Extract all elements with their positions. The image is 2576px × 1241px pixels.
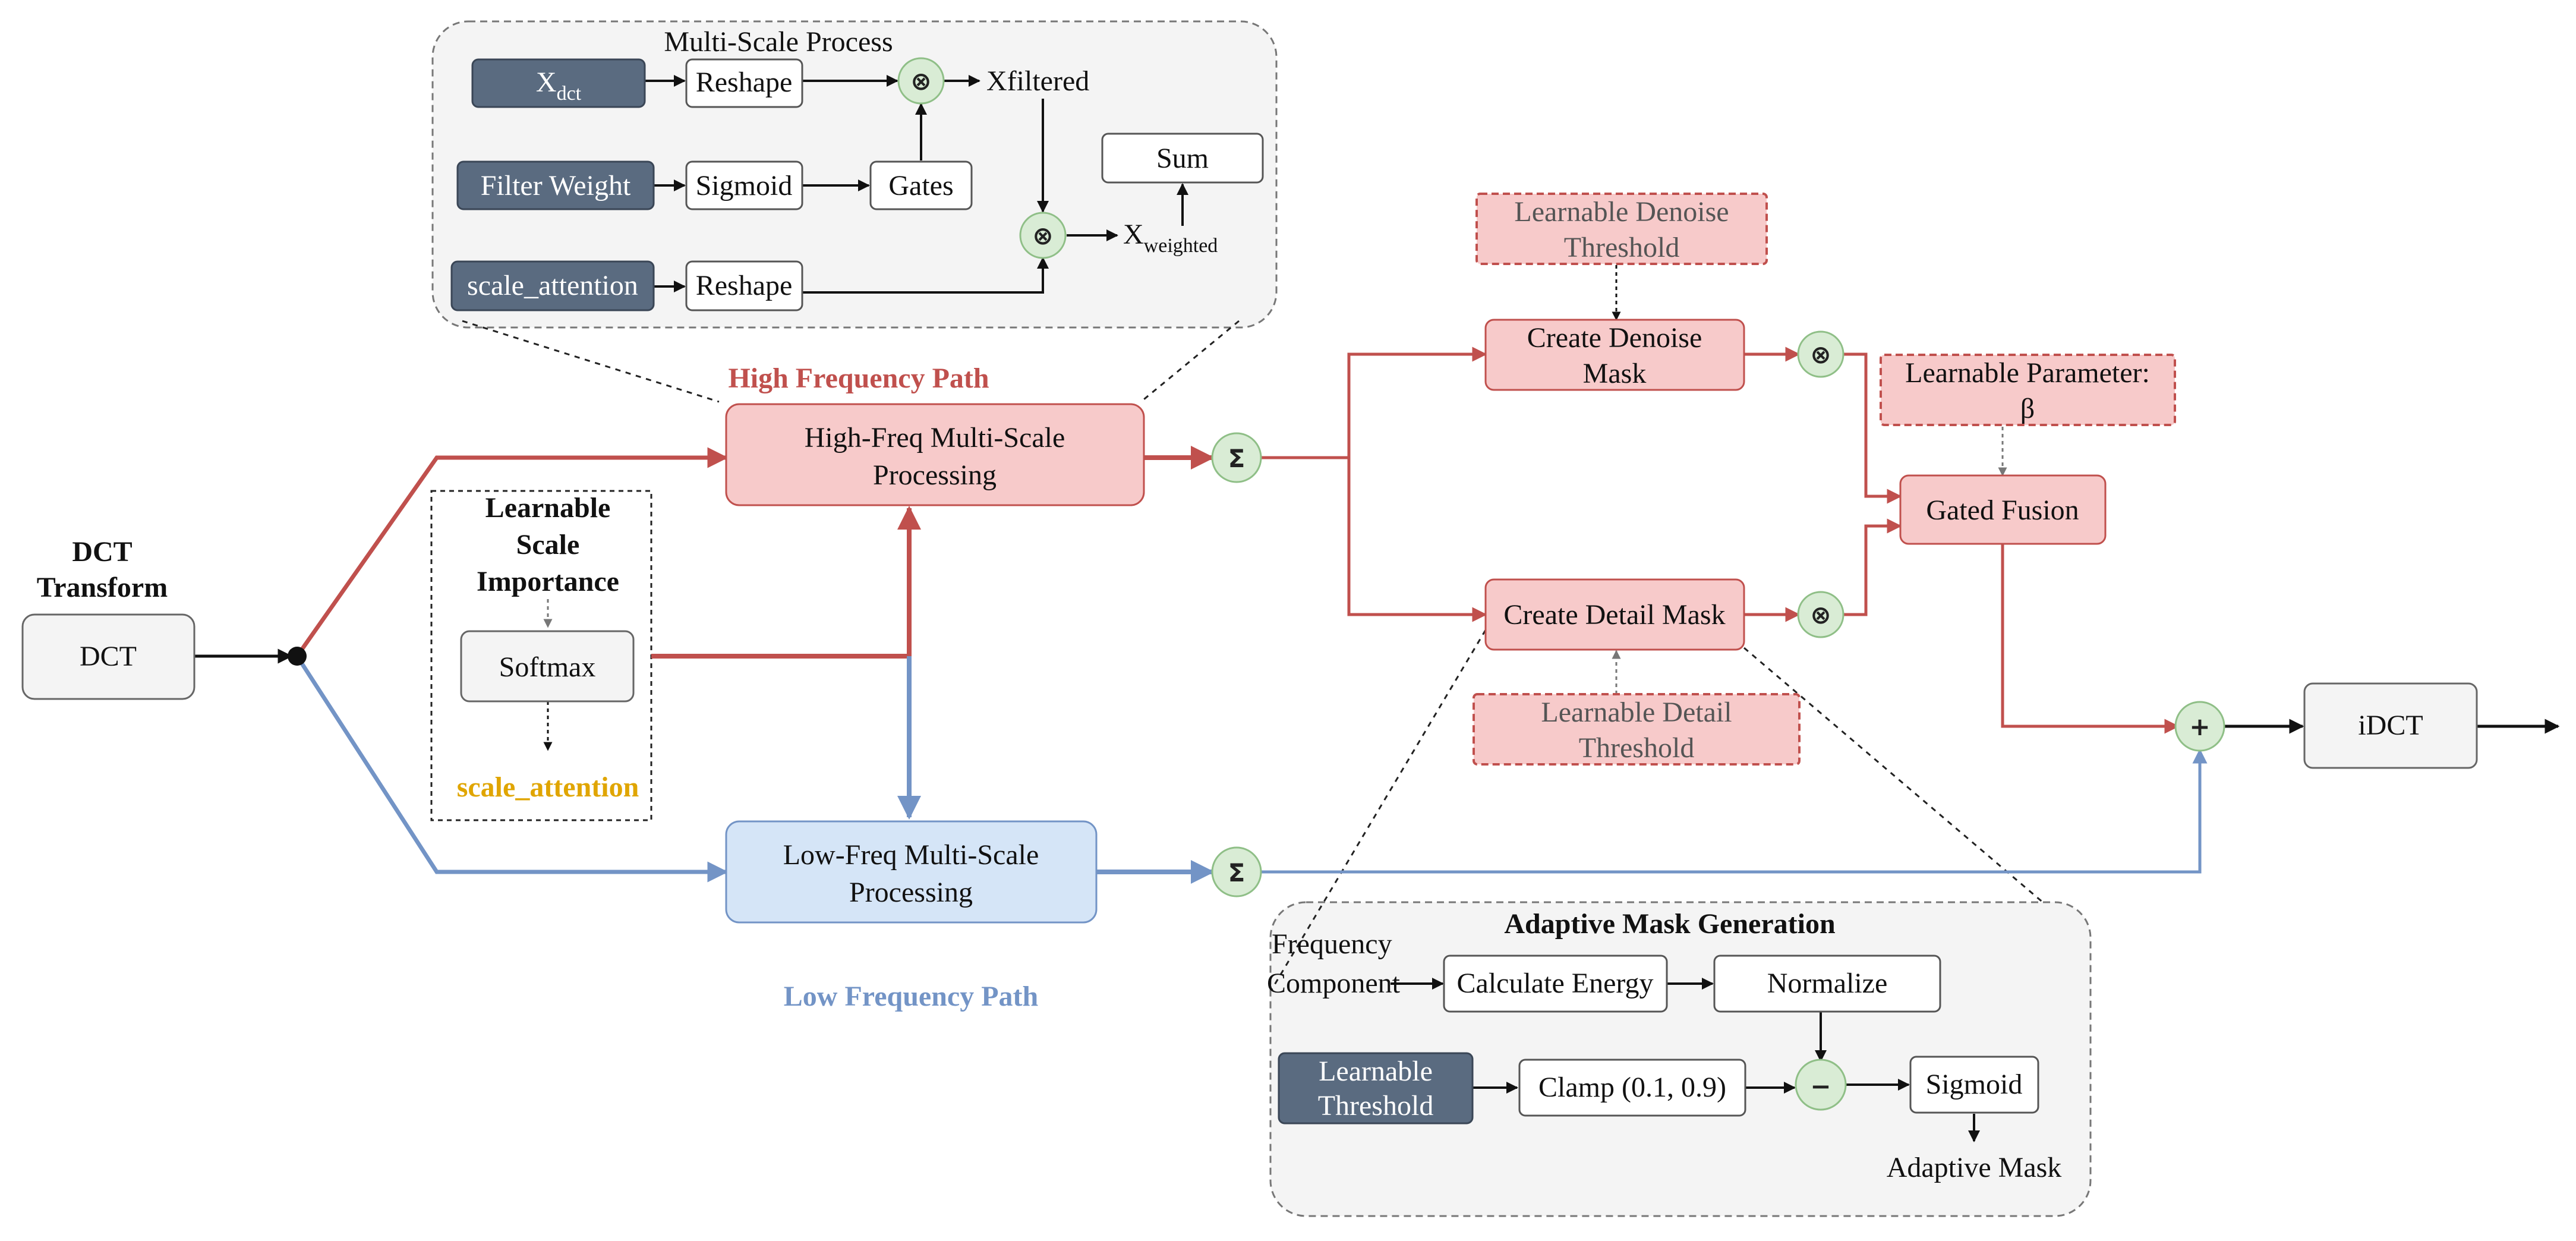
reshape-label-1: Reshape xyxy=(696,67,793,98)
adaptive-sigmoid-box xyxy=(1909,1056,2039,1114)
detail-threshold-line1: Learnable Detail xyxy=(1541,697,1732,728)
high-frequency-connections xyxy=(295,347,2180,734)
denoise-param-connection xyxy=(543,265,1621,751)
dct-box xyxy=(21,613,196,700)
adaptive-title: Adaptive Mask Generation xyxy=(1504,908,1835,940)
filter-weight-label: Filter Weight xyxy=(481,170,631,201)
reshape-box-2 xyxy=(685,260,803,311)
denoise-mask-box xyxy=(1484,319,1745,391)
scale-attention-input-label: scale_attention xyxy=(467,270,638,301)
x-filtered-label: Xfiltered xyxy=(986,65,1089,97)
denoise-threshold-box xyxy=(1475,193,1768,265)
svg-text:⊗: ⊗ xyxy=(1810,600,1831,629)
zoom-guides xyxy=(462,320,2045,990)
beta-parameter-box xyxy=(1880,354,2176,426)
multiply-op-denoise: ⊗ xyxy=(1797,330,1844,378)
sum-label: Sum xyxy=(1156,143,1209,174)
low-frequency-path-label: Low Frequency Path xyxy=(784,981,1038,1012)
high-freq-processing-box xyxy=(725,403,1145,506)
low-freq-processing-line2: Processing xyxy=(849,877,973,908)
freq-component-line1: Frequency xyxy=(1272,928,1392,960)
denoise-threshold-line1: Learnable Denoise xyxy=(1514,196,1729,228)
main-connections xyxy=(194,648,2560,734)
detail-mask-box xyxy=(1484,578,1745,651)
freq-component-line2: Component xyxy=(1267,968,1401,999)
multi-scale-title: Multi-Scale Process xyxy=(664,26,893,58)
detail-threshold-box xyxy=(1473,693,1801,766)
high-frequency-path-label: High Frequency Path xyxy=(728,363,989,394)
idct-box xyxy=(2303,682,2478,769)
svg-text:Σ: Σ xyxy=(1228,858,1246,887)
svg-text:+: + xyxy=(2189,712,2210,741)
scale-attention-output: scale_attention xyxy=(457,771,639,803)
svg-text:⊗: ⊗ xyxy=(1032,221,1053,250)
svg-text:Σ: Σ xyxy=(1228,444,1246,473)
adaptive-sigmoid-label: Sigmoid xyxy=(1926,1069,2023,1100)
multiply-op-filter: ⊗ xyxy=(897,57,945,105)
high-freq-processing-line1: High-Freq Multi-Scale xyxy=(805,422,1065,453)
scale-importance-line2: Scale xyxy=(516,529,580,560)
filter-weight-box xyxy=(456,160,655,210)
x-dct-box xyxy=(471,58,646,108)
x-dct-label: Xdct xyxy=(536,67,582,105)
learnable-threshold-line1: Learnable xyxy=(1319,1056,1433,1087)
adaptive-connections xyxy=(1391,978,1980,1142)
softmax-label: Softmax xyxy=(499,651,596,683)
gates-label: Gates xyxy=(888,170,953,201)
reshape-box-1 xyxy=(685,58,803,108)
low-freq-processing-line1: Low-Freq Multi-Scale xyxy=(783,839,1039,871)
sum-box xyxy=(1101,133,1264,184)
denoise-mask-line1: Create Denoise xyxy=(1527,322,1702,354)
learnable-threshold-line2: Threshold xyxy=(1318,1090,1434,1122)
sigmoid-box xyxy=(685,160,803,210)
svg-text:⊗: ⊗ xyxy=(1810,340,1831,369)
multiply-op-weight: ⊗ xyxy=(1019,212,1067,259)
beta-parameter-line2: β xyxy=(2020,393,2035,424)
clamp-label: Clamp (0.1, 0.9) xyxy=(1538,1072,1726,1103)
svg-text:⊗: ⊗ xyxy=(910,67,931,96)
gated-fusion-box xyxy=(1899,474,2107,545)
multi-scale-connections xyxy=(645,75,1188,294)
plus-op: + xyxy=(2174,701,2225,752)
split-junction xyxy=(288,647,307,666)
svg-text:−: − xyxy=(1810,1072,1831,1101)
normalize-label: Normalize xyxy=(1767,968,1888,999)
minus-op: − xyxy=(1795,1059,1847,1111)
calc-energy-box xyxy=(1443,955,1668,1013)
x-weighted-label: Xweighted xyxy=(1123,219,1218,257)
calc-energy-label: Calculate Energy xyxy=(1457,968,1654,999)
dct-heading-line1: DCT xyxy=(72,536,132,568)
sum-op-high: Σ xyxy=(1211,432,1262,483)
detail-threshold-line2: Threshold xyxy=(1579,732,1695,764)
adaptive-mask-output: Adaptive Mask xyxy=(1887,1152,2062,1183)
denoise-threshold-line2: Threshold xyxy=(1564,232,1680,263)
softmax-box xyxy=(460,630,635,703)
scale-attention-input-box xyxy=(450,260,655,311)
sigmoid-label: Sigmoid xyxy=(696,170,793,201)
denoise-mask-line2: Mask xyxy=(1583,358,1647,389)
idct-label: iDCT xyxy=(2358,710,2423,741)
normalize-box xyxy=(1713,955,1941,1013)
dct-heading-line2: Transform xyxy=(37,572,168,603)
sum-op-low: Σ xyxy=(1211,846,1262,897)
low-freq-processing-box xyxy=(725,820,1098,924)
low-frequency-connections xyxy=(295,655,2208,884)
multiply-op-detail: ⊗ xyxy=(1797,591,1844,638)
scale-importance-line3: Importance xyxy=(477,566,619,597)
high-freq-processing-line2: Processing xyxy=(873,459,997,491)
gated-fusion-label: Gated Fusion xyxy=(1926,494,2079,526)
beta-parameter-line1: Learnable Parameter: xyxy=(1905,357,2150,389)
gates-box xyxy=(869,160,973,210)
learnable-threshold-box xyxy=(1278,1052,1474,1125)
parameter-connections xyxy=(543,427,2007,694)
reshape-label-2: Reshape xyxy=(696,270,793,301)
scale-importance-line1: Learnable xyxy=(485,492,611,524)
clamp-box xyxy=(1518,1059,1746,1117)
dct-box-label: DCT xyxy=(80,641,137,672)
detail-mask-label: Create Detail Mask xyxy=(1503,599,1725,631)
